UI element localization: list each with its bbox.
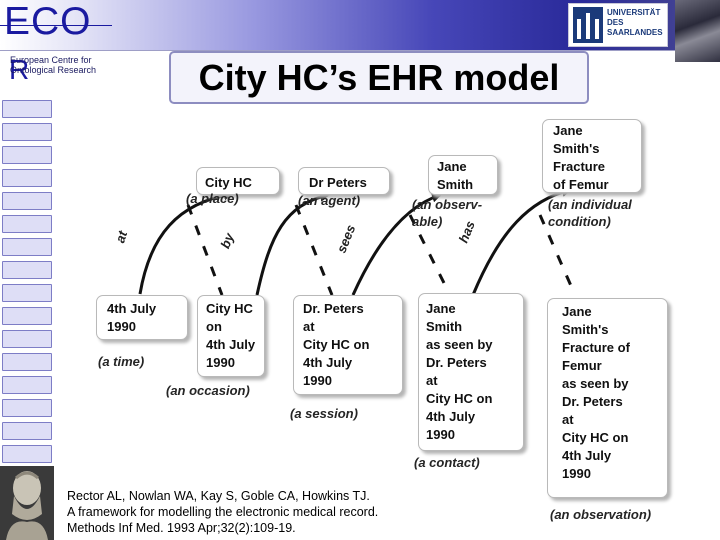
- at-arrow: [138, 190, 234, 295]
- label-an-individual-condition: (an individual condition): [548, 197, 632, 229]
- sidebar-square: [2, 169, 52, 187]
- entity-session: Dr. Peters at City HC on 4th July 1990: [293, 295, 403, 395]
- sidebar-square: [2, 215, 52, 233]
- header-divider: [0, 50, 720, 51]
- sidebar-square: [2, 123, 52, 141]
- entity-jane-smith: Jane Smith: [428, 155, 498, 195]
- sidebar-square: [2, 284, 52, 302]
- aristotle-bust-icon: [0, 466, 54, 540]
- sidebar-square: [2, 330, 52, 348]
- entity-dr-peters: Dr Peters: [298, 167, 390, 195]
- sidebar-square: [2, 261, 52, 279]
- entity-contact: Jane Smith as seen by Dr. Peters at City…: [418, 293, 524, 451]
- label-an-observable: (an observ- able): [412, 197, 483, 229]
- university-logo: UNIVERSITÄT DES SAARLANDES: [568, 3, 668, 47]
- page-title: City HC’s EHR model: [169, 51, 589, 104]
- entity-observation: Jane Smith's Fracture of Femur as seen b…: [547, 298, 668, 498]
- entity-fracture-of-femur: Jane Smith's Fracture of Femur: [542, 119, 642, 193]
- entity-city-hc: City HC: [196, 167, 280, 195]
- university-name: UNIVERSITÄT DES SAARLANDES: [607, 8, 663, 37]
- observable-dashed-link: [408, 214, 452, 296]
- sidebar-square: [2, 353, 52, 371]
- sidebar-decoration: [2, 100, 52, 468]
- sidebar-square: [2, 399, 52, 417]
- sidebar-square: [2, 376, 52, 394]
- sidebar-square: [2, 100, 52, 118]
- university-emblem-icon: [573, 7, 603, 43]
- sidebar-square: [2, 445, 52, 463]
- sidebar-square: [2, 422, 52, 440]
- has-arrow: [471, 187, 572, 296]
- logo-subtitle: European Centre for Ontological Research: [10, 55, 97, 75]
- entity-4th-july-1990: 4th July 1990: [96, 295, 188, 340]
- sidebar-square: [2, 238, 52, 256]
- sidebar-square: [2, 307, 52, 325]
- place-dashed-link: [186, 204, 224, 296]
- label-a-session: (a session): [290, 406, 358, 421]
- sees-arrow: [351, 192, 442, 296]
- citation-line-2: A framework for modelling the electronic…: [67, 505, 379, 519]
- architecture-photo: [675, 0, 720, 62]
- ecor-logo: ECO: [4, 0, 92, 43]
- sidebar-square: [2, 146, 52, 164]
- agent-dashed-link: [294, 204, 334, 296]
- by-arrow: [255, 191, 330, 296]
- ecor-logo-r: R: [9, 54, 30, 85]
- label-an-agent: (an agent): [298, 193, 361, 208]
- entity-city-hc-occasion: City HC on 4th July 1990: [197, 295, 265, 377]
- sidebar-square: [2, 192, 52, 210]
- label-an-occasion: (an occasion): [166, 383, 250, 398]
- citation-line-1: Rector AL, Nowlan WA, Kay S, Goble CA, H…: [67, 489, 370, 503]
- label-a-time: (a time): [98, 354, 145, 369]
- label-a-place: (a place): [186, 191, 239, 206]
- citation: Rector AL, Nowlan WA, Kay S, Goble CA, H…: [67, 488, 378, 536]
- condition-dashed-link: [538, 214, 577, 296]
- label-an-observation: (an observation): [550, 507, 652, 522]
- citation-line-3: Methods Inf Med. 1993 Apr;32(2):109-19.: [67, 521, 296, 535]
- label-a-contact: (a contact): [414, 455, 480, 470]
- logo-underline: [0, 25, 112, 26]
